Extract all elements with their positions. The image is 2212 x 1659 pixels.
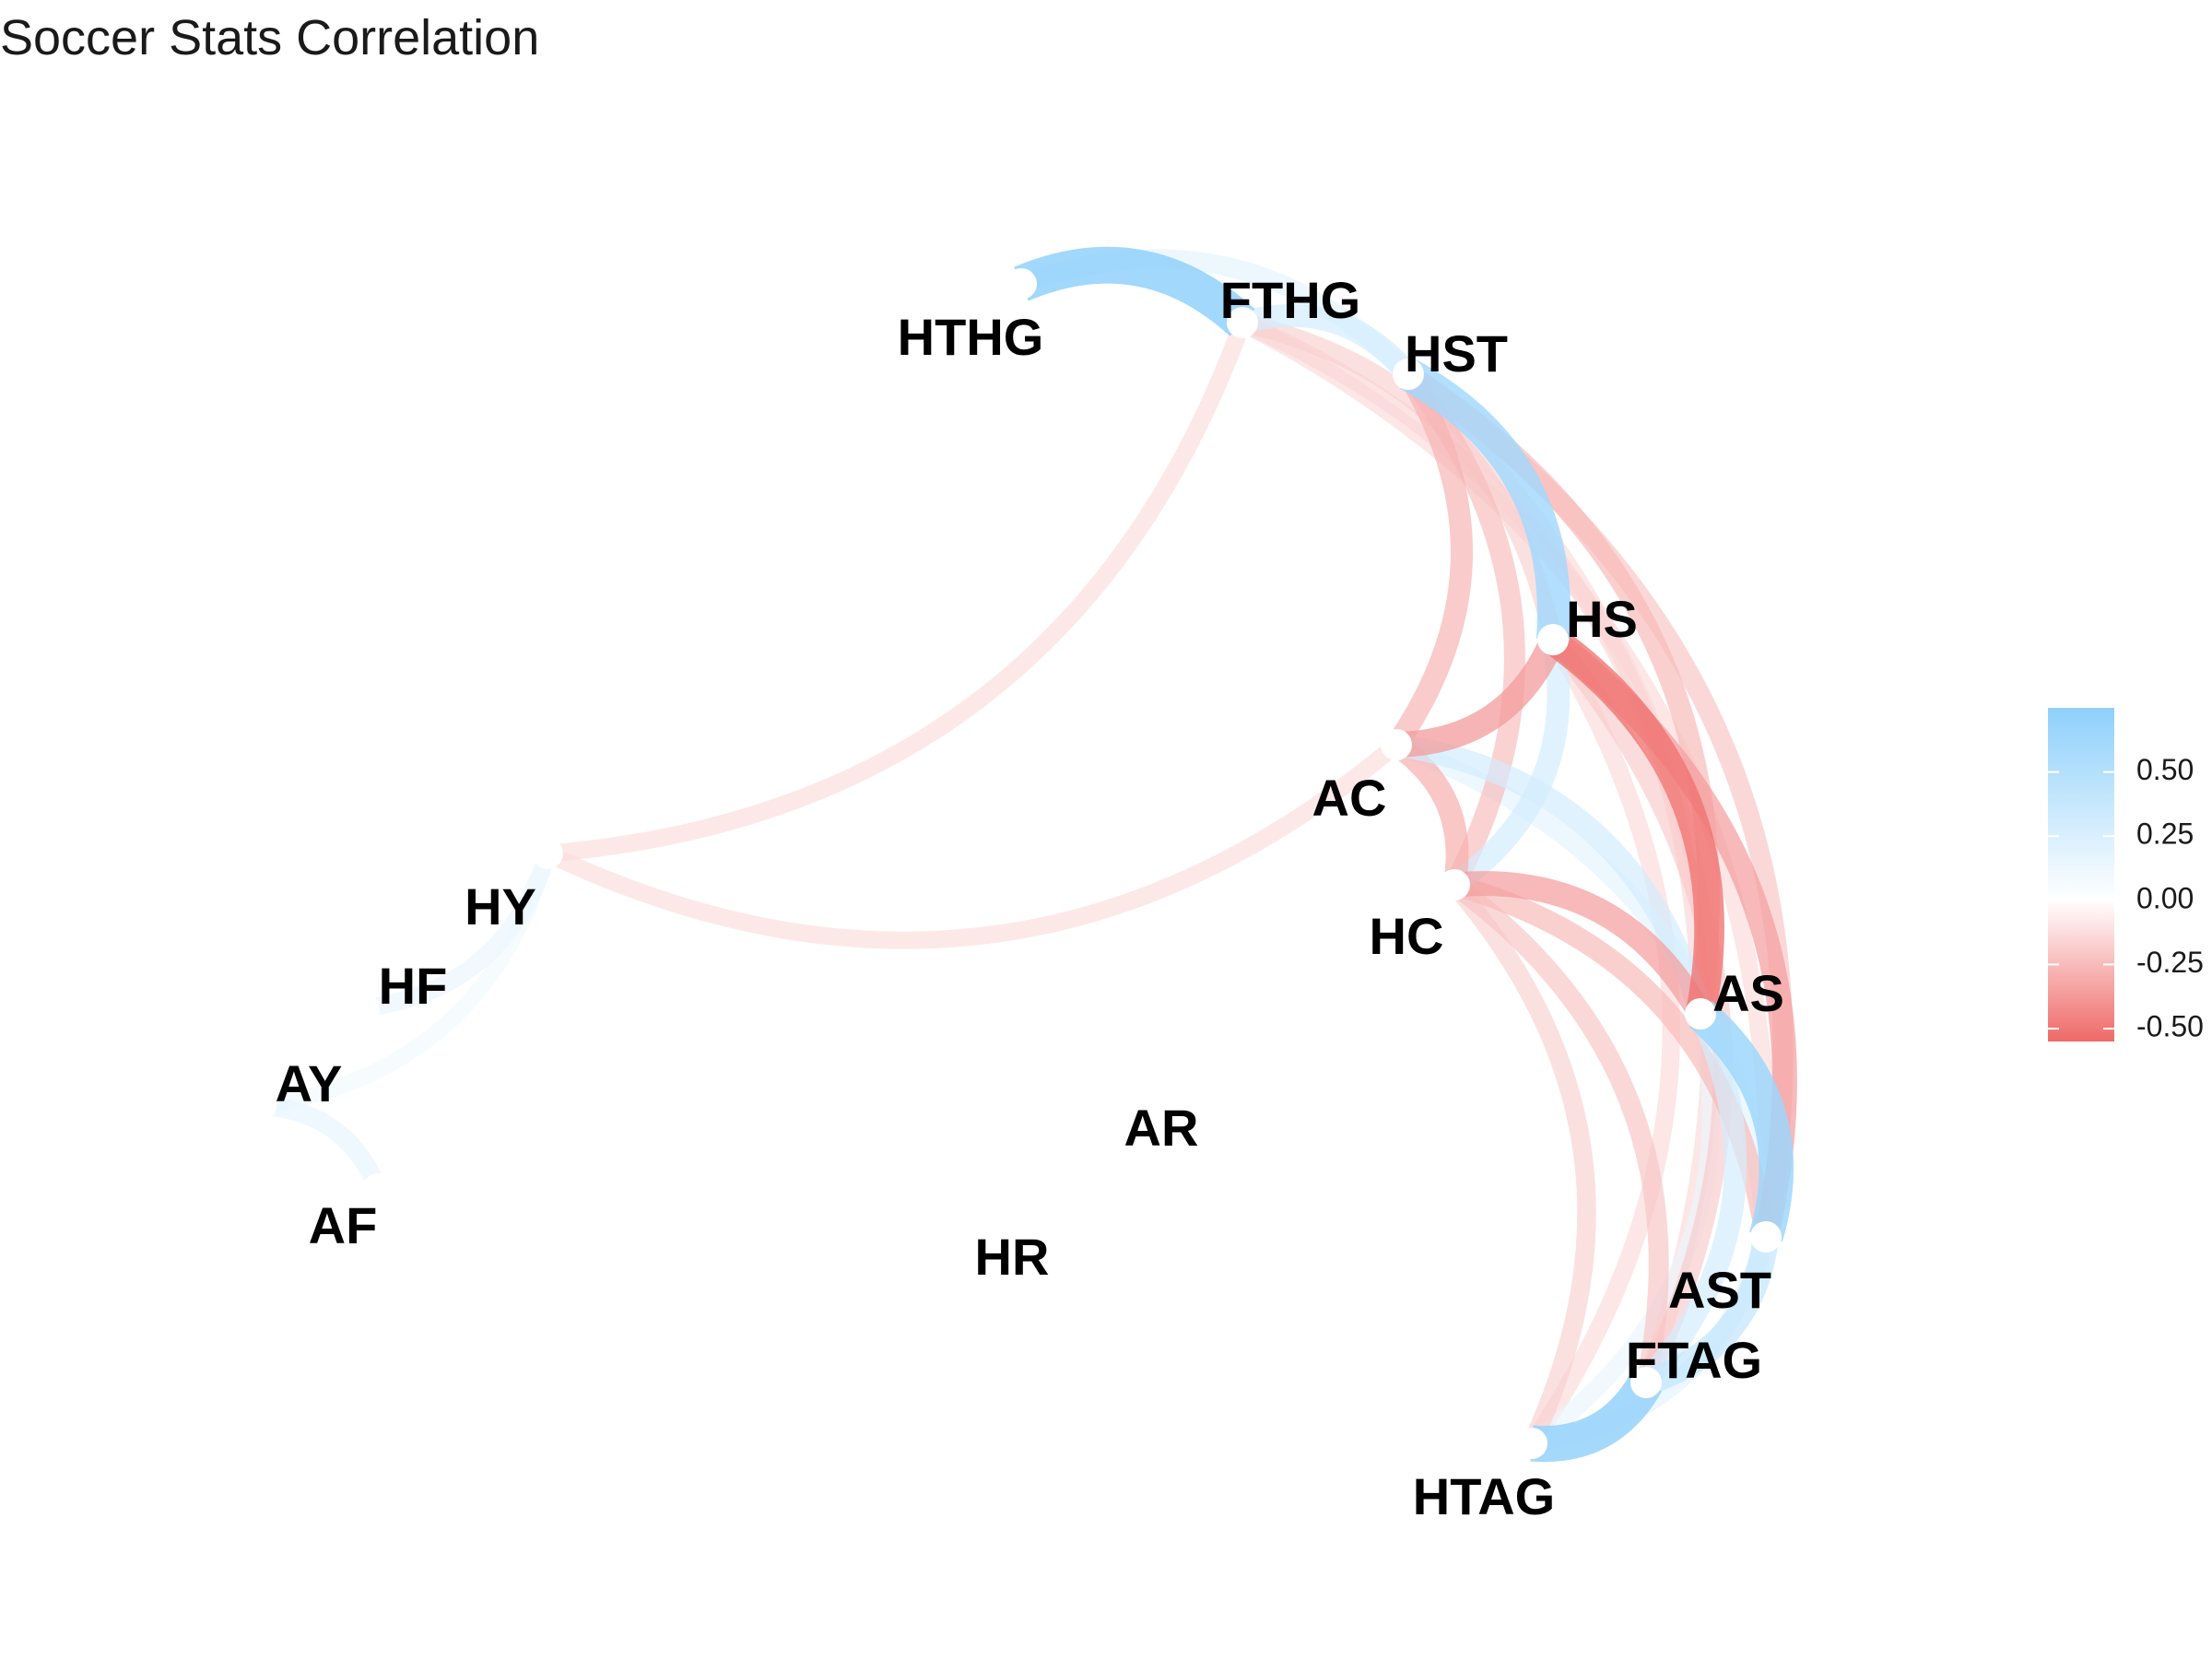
edge-hy-hf (362, 851, 557, 1018)
node-label-ac: AC (1312, 769, 1387, 827)
chart-title: Soccer Stats Correlation (0, 10, 540, 65)
node-ac (1381, 729, 1412, 760)
edge-ftag-htag (1530, 1372, 1663, 1463)
edge-hs-ac (1395, 634, 1565, 758)
edge-as-ftag (1637, 1008, 1747, 1391)
edge-hst-ac (1387, 368, 1473, 751)
node-hy (532, 838, 563, 869)
edge-hs-as (1544, 627, 1724, 1018)
edge-ast-ftag (1641, 1235, 1780, 1395)
node-label-af: AF (309, 1196, 378, 1254)
node-label-hc: HC (1370, 907, 1444, 965)
legend-tick-label-2: 0.00 (2136, 881, 2194, 914)
legend-tick-label-3: -0.25 (2136, 946, 2204, 979)
node-label-ftag: FTAG (1626, 1331, 1762, 1389)
node-ay (245, 1090, 276, 1122)
node-hthg (1006, 268, 1037, 300)
edge-ac-hy (543, 737, 1403, 949)
node-htag (1516, 1428, 1547, 1459)
nodes-layer (245, 268, 1782, 1459)
labels-layer: HTHG FTHG HST HS AC HC AS AST FTAG HTAG HY HF AY AF AR… (276, 271, 1784, 1525)
node-label-hy: HY (465, 877, 536, 935)
node-as (1685, 998, 1716, 1030)
node-label-htag: HTAG (1413, 1467, 1556, 1525)
edge-as-ast (1688, 1000, 1794, 1242)
node-label-hst: HST (1405, 324, 1508, 382)
node-af (362, 1173, 394, 1205)
edge-hst-hs (1400, 359, 1571, 641)
node-ast (1750, 1221, 1782, 1253)
edge-ac-as (1394, 733, 1712, 1018)
node-label-hs: HS (1566, 590, 1638, 648)
edge-hc-ast (1451, 874, 1777, 1239)
edge-ay-af (260, 1096, 387, 1193)
edge-hc-as (1453, 871, 1712, 1020)
node-fthg (1227, 307, 1258, 338)
edge-fthg-hst (1239, 304, 1418, 382)
edge-hthg-fthg (1014, 246, 1255, 336)
edge-fthg-hy (547, 319, 1251, 863)
edge-hc-htag (1447, 878, 1596, 1448)
edge-hc-ftag (1448, 877, 1669, 1385)
legend-tick-label-4: -0.50 (2136, 1010, 2204, 1043)
node-label-fthg: FTHG (1220, 271, 1360, 329)
legend-tick-label-0: 0.50 (2136, 753, 2194, 786)
node-label-ay: AY (276, 1054, 343, 1112)
node-hs (1537, 624, 1569, 655)
node-ftag (1630, 1367, 1662, 1398)
node-hf (348, 993, 380, 1024)
node-label-hr: HR (975, 1228, 1050, 1286)
legend-tick-label-1: 0.25 (2136, 818, 2194, 851)
edges-layer (259, 246, 1797, 1463)
node-label-hf: HF (379, 957, 448, 1015)
node-label-ast: AST (1668, 1261, 1771, 1319)
color-legend: 0.50 0.25 0.00 -0.25 -0.50 (2048, 708, 2204, 1043)
node-hc (1439, 869, 1470, 900)
node-label-as: AS (1712, 964, 1784, 1022)
node-hst (1393, 359, 1424, 390)
node-label-hthg: HTHG (898, 308, 1044, 366)
edge-hs-hc (1447, 637, 1571, 895)
legend-colorbar (2048, 708, 2114, 1041)
node-label-ar: AR (1124, 1099, 1199, 1157)
edge-hst-hc (1399, 367, 1525, 890)
edge-hs-htag (1524, 634, 1680, 1449)
